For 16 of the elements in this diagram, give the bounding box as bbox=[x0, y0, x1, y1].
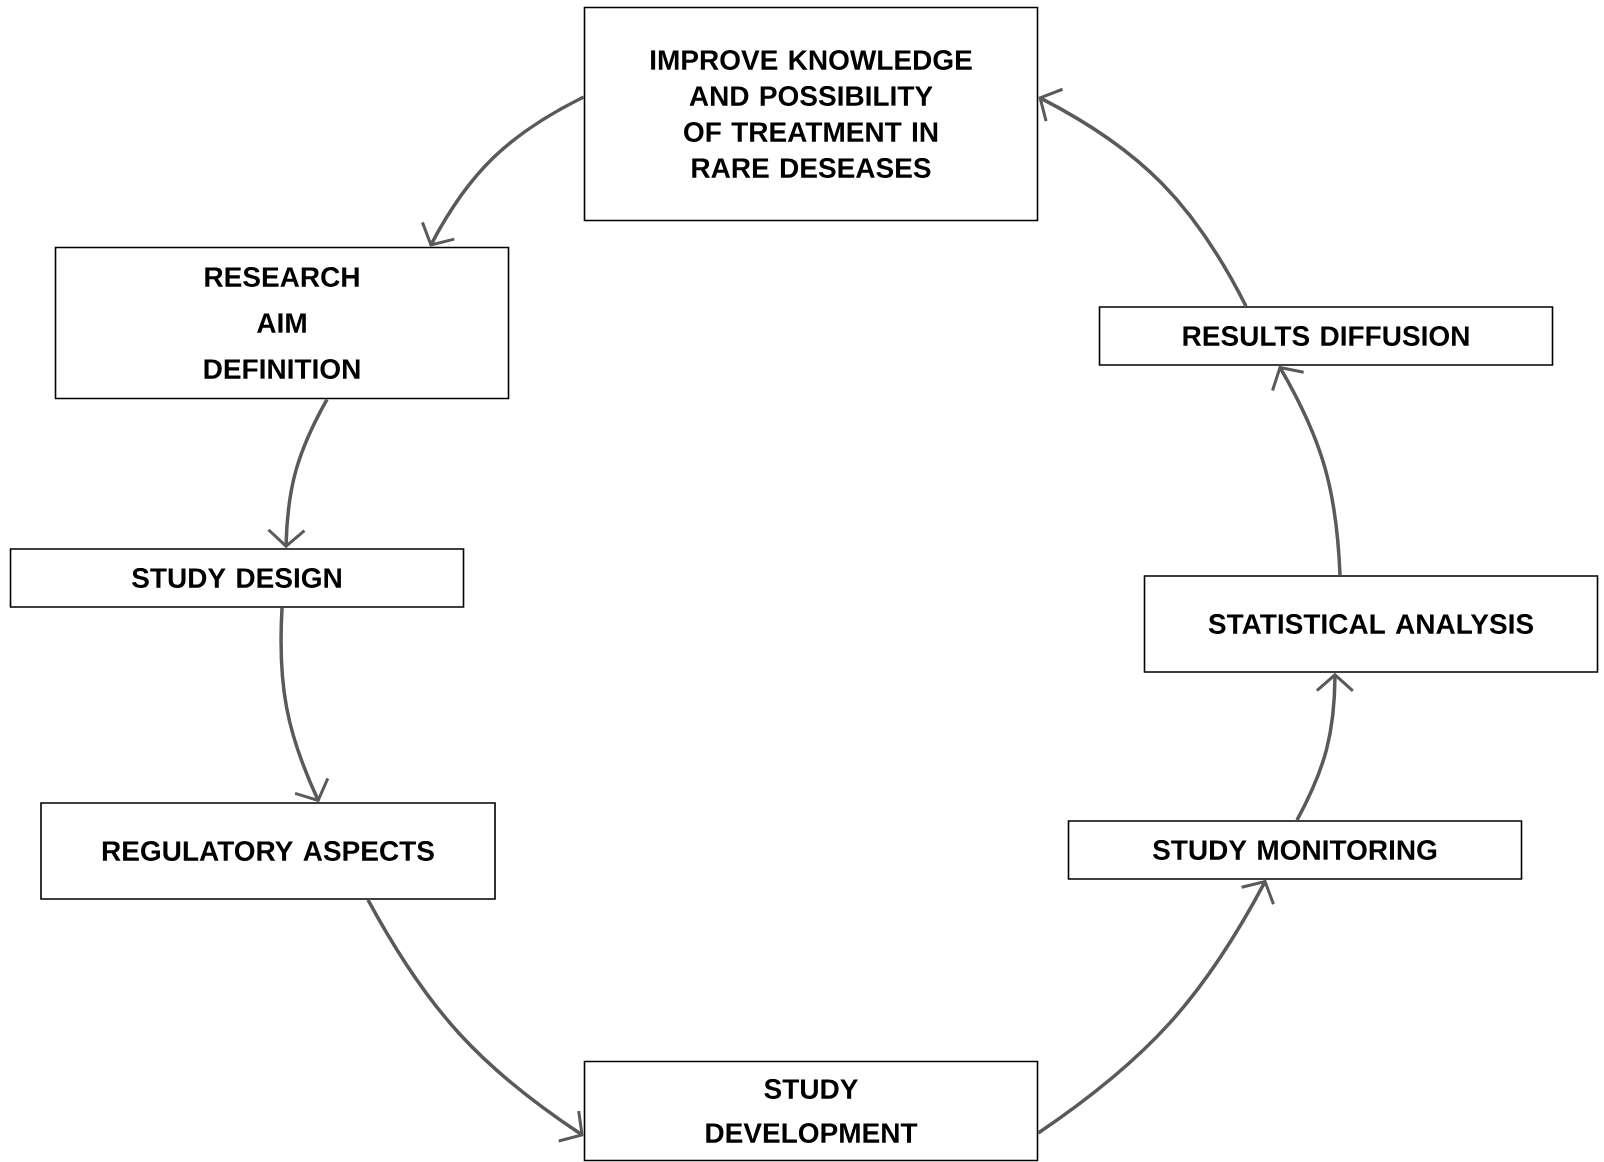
process-box: IMPROVE KNOWLEDGE AND POSSIBILITY OF TREATMENT IN RARE DESEASES bbox=[583, 6, 1039, 222]
arrow bbox=[1295, 672, 1354, 821]
arrow bbox=[1271, 365, 1342, 576]
process-box: REGULATORY ASPECTS bbox=[40, 802, 496, 900]
arrow bbox=[421, 95, 585, 247]
arrow bbox=[366, 898, 584, 1143]
arrow bbox=[1038, 87, 1248, 307]
process-box: STUDY DEVELOPMENT bbox=[583, 1060, 1039, 1162]
arrow bbox=[279, 607, 330, 803]
process-box: STUDY DESIGN bbox=[9, 548, 465, 608]
arrow bbox=[267, 398, 329, 549]
process-box: STUDY MONITORING bbox=[1067, 820, 1523, 880]
process-box: STATISTICAL ANALYSIS bbox=[1143, 575, 1599, 673]
process-box: RESULTS DIFFUSION bbox=[1098, 306, 1554, 366]
arrow bbox=[1037, 879, 1275, 1135]
process-box: RESEARCH AIM DEFINITION bbox=[54, 246, 510, 400]
